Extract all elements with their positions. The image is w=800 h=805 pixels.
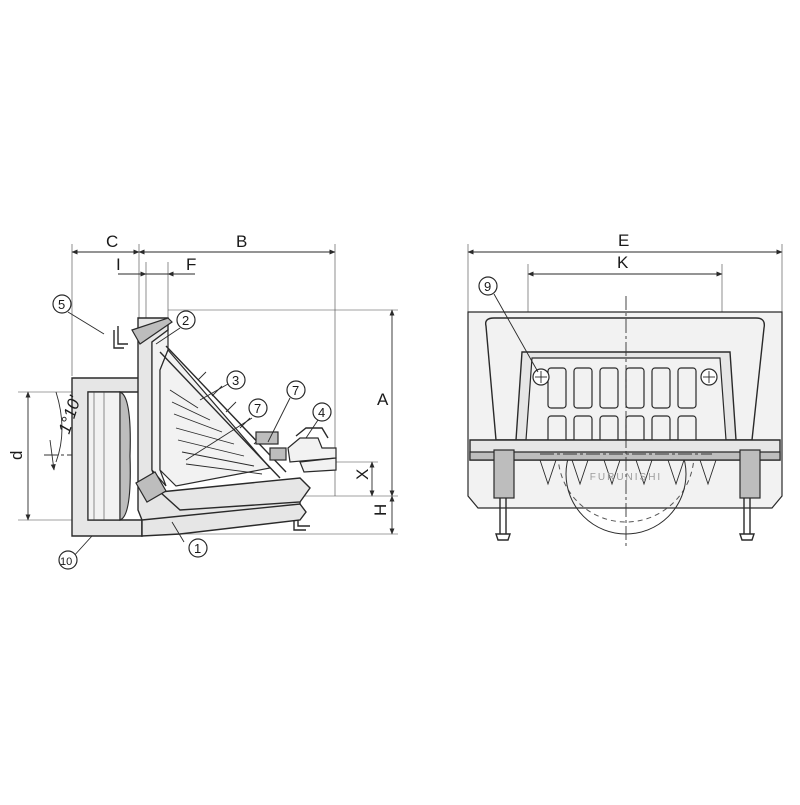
outlet-base <box>141 503 307 537</box>
side-dimension-lines <box>25 249 395 535</box>
callout-5: 5 <box>58 297 65 312</box>
watermark-text: FURUNISHI <box>590 472 662 483</box>
callout-3: 3 <box>232 373 239 388</box>
side-callouts: 5 2 3 7 7 4 1 10 <box>52 294 332 570</box>
callout-4: 4 <box>318 405 325 420</box>
callout-1: 1 <box>194 541 201 556</box>
grating-slots <box>547 367 697 443</box>
dim-label-e: E <box>618 231 629 250</box>
dim-label-c: C <box>106 232 118 251</box>
strainer-basket <box>135 345 287 503</box>
front-dimension-lines <box>467 249 783 277</box>
callout-7a: 7 <box>254 401 261 416</box>
side-grating <box>287 427 337 473</box>
front-view: FURUNISHI E K 9 <box>467 231 783 548</box>
callout-10: 10 <box>60 556 72 568</box>
dim-label-h: H <box>371 504 390 516</box>
side-section-view <box>18 244 398 537</box>
dim-label-f: F <box>186 255 196 274</box>
dim-label-b: B <box>236 232 247 251</box>
dim-label-d: d <box>7 451 26 460</box>
inlet-pipe <box>71 377 143 537</box>
dim-label-a: A <box>377 390 389 409</box>
dim-label-k: K <box>617 253 629 272</box>
right-post <box>739 449 761 499</box>
callout-7b: 7 <box>292 383 299 398</box>
anchor-bolts <box>495 498 755 541</box>
trap-body <box>131 317 311 537</box>
callout-9: 9 <box>484 279 491 294</box>
dim-label-i: I <box>116 255 121 274</box>
callout-2: 2 <box>182 313 189 328</box>
screw-icons <box>532 368 718 386</box>
dim-label-x: X <box>353 469 372 480</box>
left-post <box>493 449 515 499</box>
